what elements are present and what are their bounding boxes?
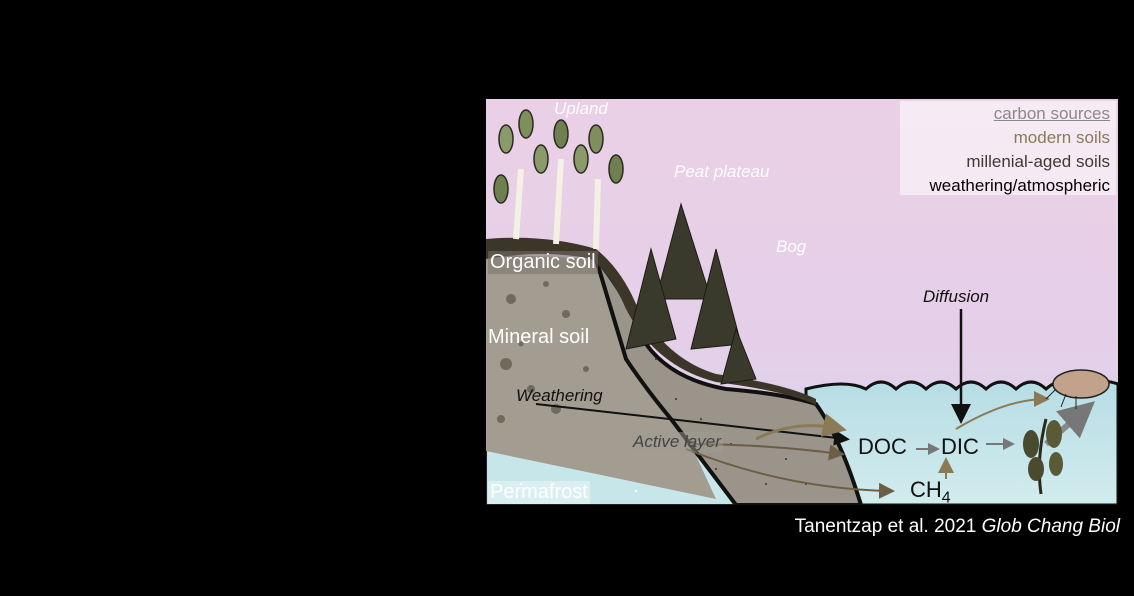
label-permafrost: Permafrost	[488, 481, 590, 504]
upland-trees	[493, 109, 624, 250]
citation: Tanentzap et al. 2021 Glob Chang Biol	[795, 516, 1120, 538]
ch4-main: CH	[910, 477, 942, 502]
legend-title: carbon sources	[993, 104, 1110, 123]
label-active-layer: Active layer	[631, 432, 723, 452]
label-diffusion: Diffusion	[923, 287, 990, 306]
label-dic: DIC	[941, 434, 979, 459]
ch4-subscript: 4	[941, 489, 951, 505]
citation-journal: Glob Chang Biol	[981, 516, 1120, 537]
label-doc: DOC	[858, 434, 907, 459]
label-peat-plateau: Peat plateau	[674, 162, 770, 181]
carbon-diagram: carbon sources modern soils millenial-ag…	[486, 99, 1118, 505]
legend-item-modern-soils: modern soils	[1013, 128, 1110, 147]
zooplankton	[1045, 369, 1110, 409]
label-upland: Upland	[554, 99, 608, 118]
legend: carbon sources modern soils millenial-ag…	[900, 101, 1116, 195]
aquatic-plant	[1023, 418, 1063, 495]
label-ch4: CH4	[910, 477, 951, 505]
soil-pebbles	[497, 281, 589, 423]
label-organic-soil: Organic soil	[488, 251, 598, 274]
label-weathering: Weathering	[516, 386, 603, 405]
label-bog: Bog	[776, 237, 807, 256]
legend-item-weathering-atmospheric: weathering/atmospheric	[929, 176, 1110, 195]
citation-authors: Tanentzap et al. 2021	[794, 516, 977, 537]
spruce-trees	[625, 202, 757, 385]
label-mineral-soil: Mineral soil	[488, 326, 590, 348]
legend-item-millenial-aged-soils: millenial-aged soils	[966, 152, 1110, 171]
